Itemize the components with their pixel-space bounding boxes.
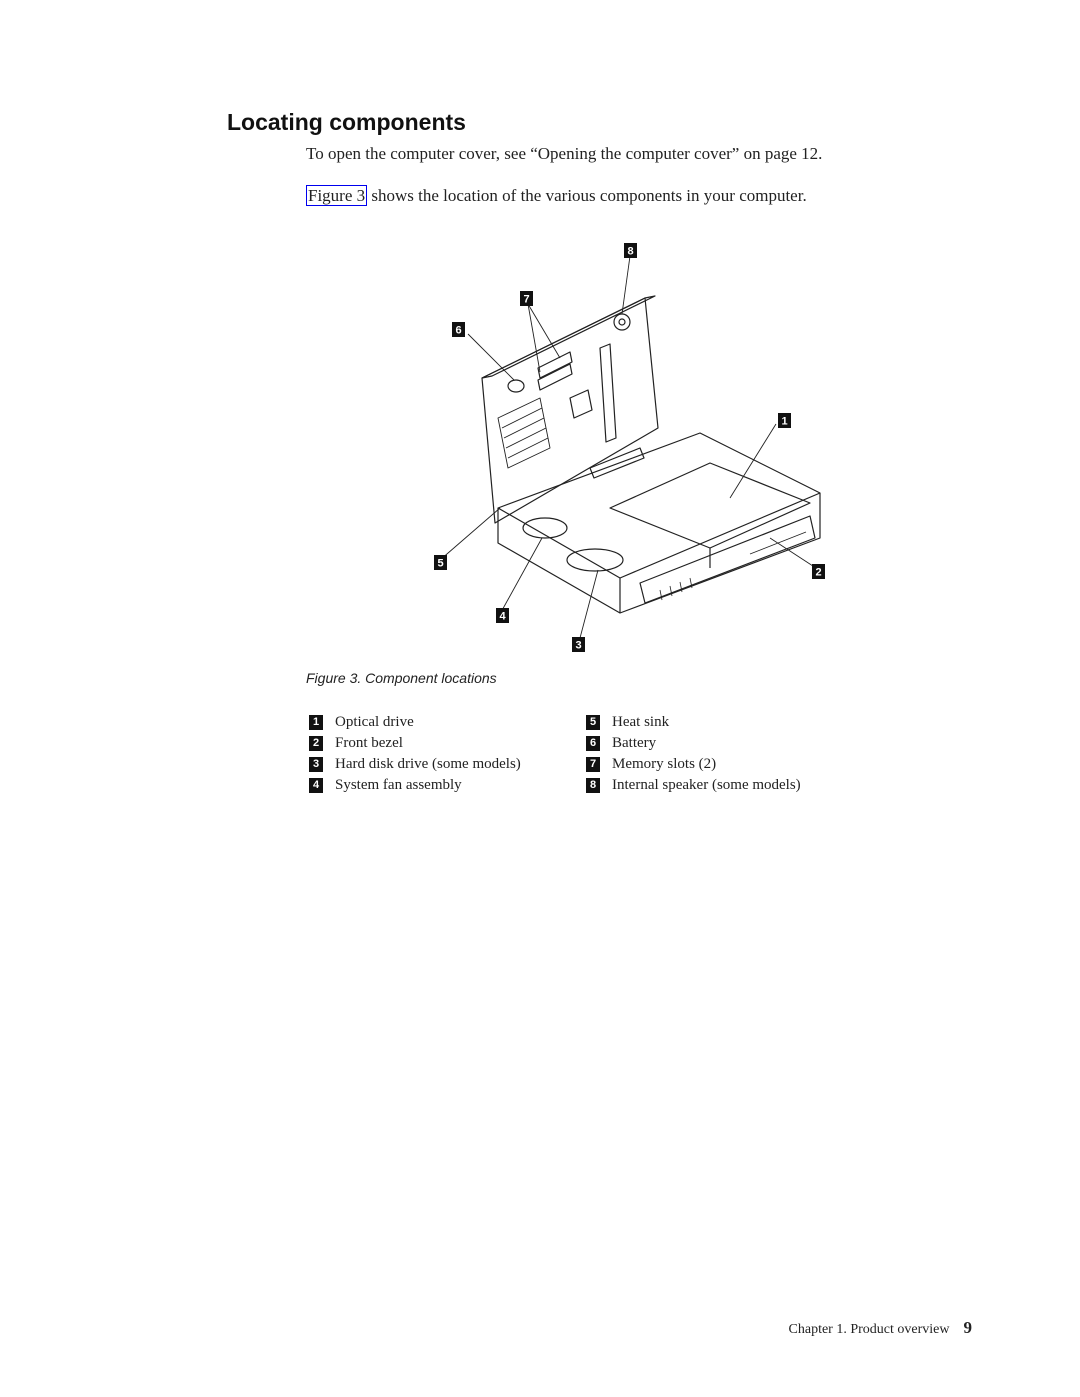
figure-reference-text: shows the location of the various compon… <box>367 186 807 205</box>
callout-8: 8 <box>627 246 633 258</box>
legend-number-badge: 8 <box>586 778 600 793</box>
legend-item: 3 Hard disk drive (some models) <box>309 754 521 775</box>
page-footer: Chapter 1. Product overview 9 <box>789 1318 972 1338</box>
legend-item: 1 Optical drive <box>309 712 521 733</box>
legend-number-badge: 4 <box>309 778 323 793</box>
motherboard-tray <box>481 297 659 524</box>
legend-number-badge: 2 <box>309 736 323 751</box>
chassis-base <box>497 432 821 614</box>
callout-1: 1 <box>781 416 787 428</box>
callout-3: 3 <box>575 640 581 652</box>
legend-number-badge: 6 <box>586 736 600 751</box>
legend-item: 2 Front bezel <box>309 733 521 754</box>
legend-item: 8 Internal speaker (some models) <box>586 775 801 796</box>
legend-label: Heat sink <box>612 714 670 730</box>
legend-number-badge: 5 <box>586 715 600 730</box>
speaker-shape <box>613 313 631 331</box>
figure-3-link[interactable]: Figure 3 <box>306 185 368 206</box>
battery-shape <box>507 379 525 393</box>
memory-slots-shape <box>537 351 573 391</box>
legend-label: Battery <box>612 735 657 751</box>
legend-item: 7 Memory slots (2) <box>586 754 801 775</box>
legend-number-badge: 1 <box>309 715 323 730</box>
fan-shape <box>522 517 568 539</box>
callout-4: 4 <box>499 611 506 623</box>
page-number: 9 <box>963 1318 973 1337</box>
callout-5: 5 <box>437 558 443 570</box>
legend-number-badge: 3 <box>309 757 323 772</box>
legend-item: 6 Battery <box>586 733 801 754</box>
optical-drive-shape <box>609 462 811 549</box>
legend-column-left: 1 Optical drive 2 Front bezel 3 Hard disk d… <box>309 712 521 796</box>
legend-label: Hard disk drive (some models) <box>335 756 521 772</box>
callout-6: 6 <box>455 325 461 337</box>
legend-label: Optical drive <box>335 714 414 730</box>
front-bezel-shape <box>639 515 816 604</box>
figure-caption: Figure 3. Component locations <box>306 670 497 686</box>
heat-sink-shape <box>497 397 551 469</box>
hard-disk-shape <box>566 548 624 572</box>
intro-paragraph: To open the computer cover, see “Opening… <box>306 144 823 163</box>
figure-reference-paragraph: Figure 3 shows the location of the vario… <box>306 185 807 206</box>
callout-7: 7 <box>523 294 529 306</box>
legend-item: 4 System fan assembly <box>309 775 521 796</box>
legend-item: 5 Heat sink <box>586 712 801 733</box>
page-heading: Locating components <box>227 109 466 135</box>
legend-label: Internal speaker (some models) <box>612 777 801 793</box>
legend-label: System fan assembly <box>335 777 462 793</box>
legend-number-badge: 7 <box>586 757 600 772</box>
legend-label: Front bezel <box>335 735 403 751</box>
callout-2: 2 <box>815 567 821 579</box>
component-locations-figure: 8 7 6 1 5 2 4 3 <box>434 243 825 652</box>
footer-chapter: Chapter 1. Product overview <box>788 1322 950 1337</box>
legend-label: Memory slots (2) <box>612 756 717 772</box>
